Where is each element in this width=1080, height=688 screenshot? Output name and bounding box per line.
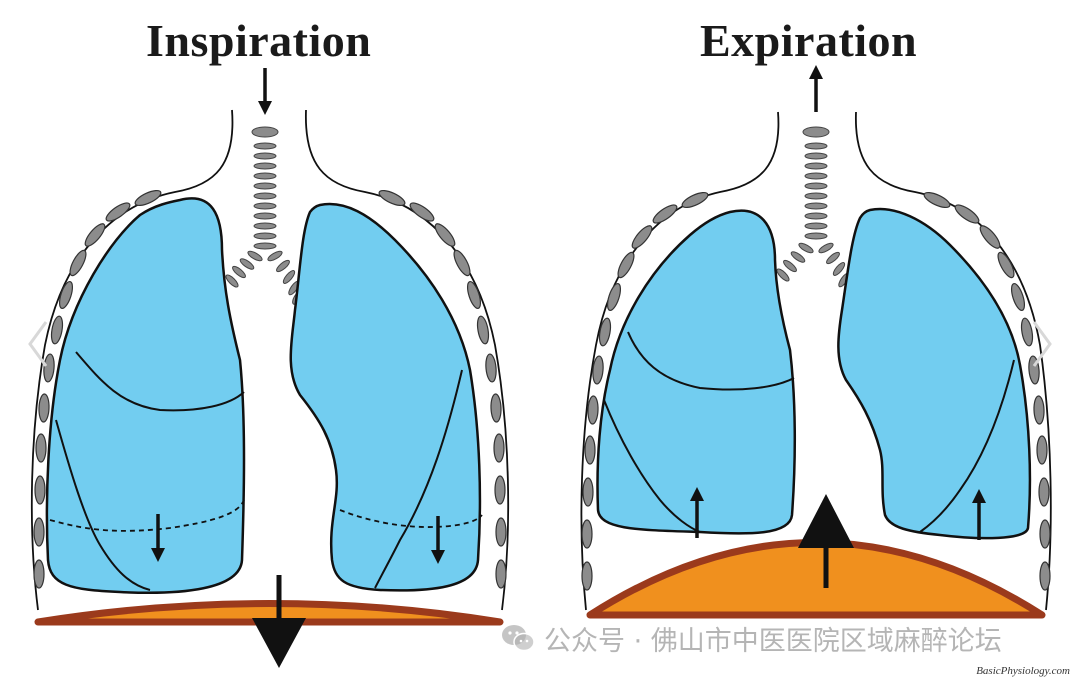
wechat-icon [502, 625, 535, 652]
right-lung-expiration [837, 207, 1032, 540]
ribs-left-exp [581, 191, 709, 591]
ribs-right [378, 189, 507, 589]
diaphragm-up-arrow [798, 494, 854, 588]
nav-right-chevron-icon [1032, 321, 1052, 367]
ribs-left [33, 189, 162, 589]
left-lung-fissure-b [55, 419, 151, 591]
left-lung-exp-fissure-a [627, 331, 795, 391]
expiration-panel [580, 65, 1052, 619]
left-lung-inspiration [45, 197, 246, 595]
left-lung-exp-fissure-b [603, 399, 701, 533]
diaphragm-expiration [586, 539, 1046, 619]
left-lung-prev-border [49, 499, 245, 532]
left-lung-fissure-a [75, 351, 245, 412]
right-lung-inspiration [289, 202, 482, 592]
nav-left-chevron-icon [28, 321, 48, 367]
inspiration-panel [30, 68, 510, 668]
trachea-expiration [776, 126, 853, 298]
expiration-title: Expiration [700, 15, 918, 66]
watermark: 公众号 · 佛山市中医医院区域麻醉论坛 [500, 618, 1002, 658]
watermark-text: 公众号 · 佛山市中医医院区域麻醉论坛 [544, 625, 1002, 657]
chest-wall-right-exp [855, 111, 1052, 611]
inspiration-title: Inspiration [146, 15, 372, 66]
source-credit: BasicPhysiology.com [976, 665, 1070, 677]
right-lung-exp-fissure [919, 359, 1015, 533]
right-lung-fissure [374, 369, 463, 589]
right-lung-prev-border [339, 509, 483, 528]
diaphragm-down-arrow [252, 575, 306, 668]
ribs-right-exp [923, 191, 1051, 591]
trachea-inspiration [225, 126, 302, 305]
